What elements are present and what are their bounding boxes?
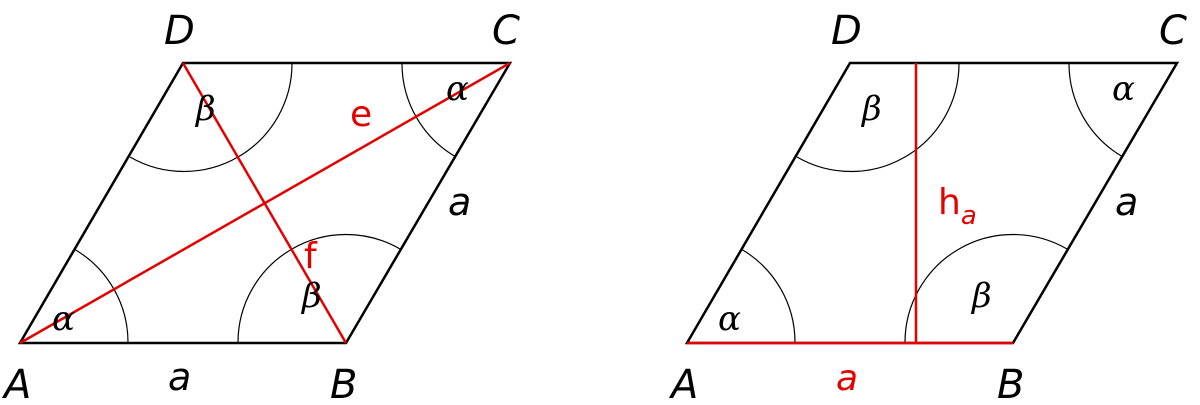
right-figure: A B C D a a α β α β ha — [668, 8, 1187, 405]
right-angle-arc-D — [796, 62, 960, 173]
left-angle-label-B: β — [300, 276, 322, 316]
left-side-right-label: a — [448, 180, 471, 224]
right-vertex-A: A — [668, 362, 698, 405]
left-vertex-A: A — [1, 362, 31, 405]
right-parallelogram — [684, 61, 1180, 345]
left-diagonal-f — [181, 62, 348, 344]
right-height-label-subscript: a — [961, 201, 977, 231]
left-vertex-B: B — [330, 362, 357, 405]
left-vertex-C: C — [492, 8, 520, 54]
left-vertex-D: D — [164, 8, 195, 54]
right-vertex-D: D — [831, 8, 862, 54]
right-vertex-B: B — [997, 362, 1024, 405]
left-diagonal-f-label: f — [304, 236, 318, 277]
left-figure: A B C D a a α β α β e f — [1, 8, 520, 405]
left-angle-label-A: α — [52, 299, 75, 339]
right-side-bottom-label: a — [836, 358, 858, 399]
right-angle-label-A: α — [718, 299, 741, 339]
left-side-bottom-label: a — [168, 355, 191, 399]
left-angle-label-D: β — [194, 89, 216, 129]
right-angle-arc-C — [1068, 62, 1124, 158]
right-angle-arc-B — [904, 233, 1068, 344]
right-height-label-main: h — [938, 182, 961, 223]
left-angle-label-C: α — [446, 69, 469, 109]
right-angle-label-C: α — [1112, 69, 1135, 109]
right-side-right-label: a — [1115, 180, 1138, 224]
right-vertex-C: C — [1159, 8, 1187, 54]
right-angle-arc-A — [740, 248, 796, 344]
right-angle-label-B: β — [970, 276, 992, 316]
right-angle-label-D: β — [860, 89, 882, 129]
right-height-label: ha — [938, 182, 977, 231]
left-diagonal-e-label: e — [350, 94, 372, 135]
